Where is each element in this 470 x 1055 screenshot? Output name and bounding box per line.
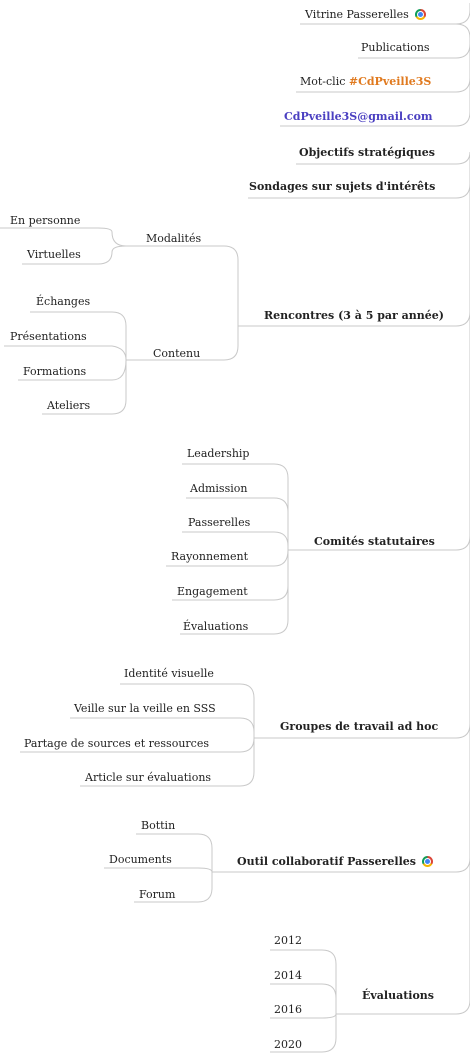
evaluation-year: 2016 <box>274 1003 302 1016</box>
branch-comites: Comités statutaires <box>314 535 435 548</box>
groupe-item: Article sur évaluations <box>85 771 212 784</box>
comite-item: Rayonnement <box>171 550 249 563</box>
vitrine-label: Vitrine Passerelles <box>305 8 409 21</box>
chrome-icon <box>414 9 426 20</box>
modalite-item: Virtuelles <box>27 248 81 261</box>
email-link[interactable]: CdPveille3S@gmail.com <box>284 110 433 123</box>
comite-item: Leadership <box>187 447 250 460</box>
publications-node: Publications <box>361 41 430 54</box>
comite-item: Admission <box>190 482 248 495</box>
comite-item: Engagement <box>177 585 248 598</box>
contenu-item: Présentations <box>10 330 87 343</box>
motclic-hashtag[interactable]: #CdPveille3S <box>348 75 432 88</box>
outil-item: Bottin <box>141 819 176 832</box>
contenu-item: Ateliers <box>47 399 91 412</box>
comite-item: Passerelles <box>188 516 251 529</box>
vitrine-node[interactable]: Vitrine Passerelles <box>305 8 426 22</box>
contenu-item: Formations <box>23 365 87 378</box>
outil-label: Outil collaboratif Passerelles <box>237 855 416 868</box>
branch-sondages: Sondages sur sujets d'intérêts <box>249 180 436 193</box>
motclic-node: Mot-clic #CdPveille3S <box>300 75 431 89</box>
rencontres-contenu: Contenu <box>153 347 201 360</box>
groupe-item: Partage de sources et ressources <box>24 737 209 750</box>
rencontres-modalites: Modalités <box>146 232 202 245</box>
branch-objectifs: Objectifs stratégiques <box>299 146 435 159</box>
motclic-prefix: Mot-clic <box>300 75 346 88</box>
modalite-item: En personne <box>10 214 81 227</box>
groupe-item: Identité visuelle <box>124 667 214 680</box>
evaluation-year: 2014 <box>274 969 302 982</box>
contenu-item: Échanges <box>36 295 91 308</box>
branch-groupes: Groupes de travail ad hoc <box>280 720 439 733</box>
branch-outil[interactable]: Outil collaboratif Passerelles <box>237 855 433 869</box>
evaluation-year: 2020 <box>274 1038 302 1051</box>
chrome-icon <box>421 856 433 867</box>
comite-item: Évaluations <box>183 620 249 633</box>
branch-rencontres: Rencontres (3 à 5 par année) <box>264 309 444 322</box>
outil-item: Forum <box>139 888 176 901</box>
groupe-item: Veille sur la veille en SSS <box>74 702 216 715</box>
outil-item: Documents <box>109 853 172 866</box>
branch-evaluations: Évaluations <box>362 989 434 1002</box>
evaluation-year: 2012 <box>274 934 302 947</box>
